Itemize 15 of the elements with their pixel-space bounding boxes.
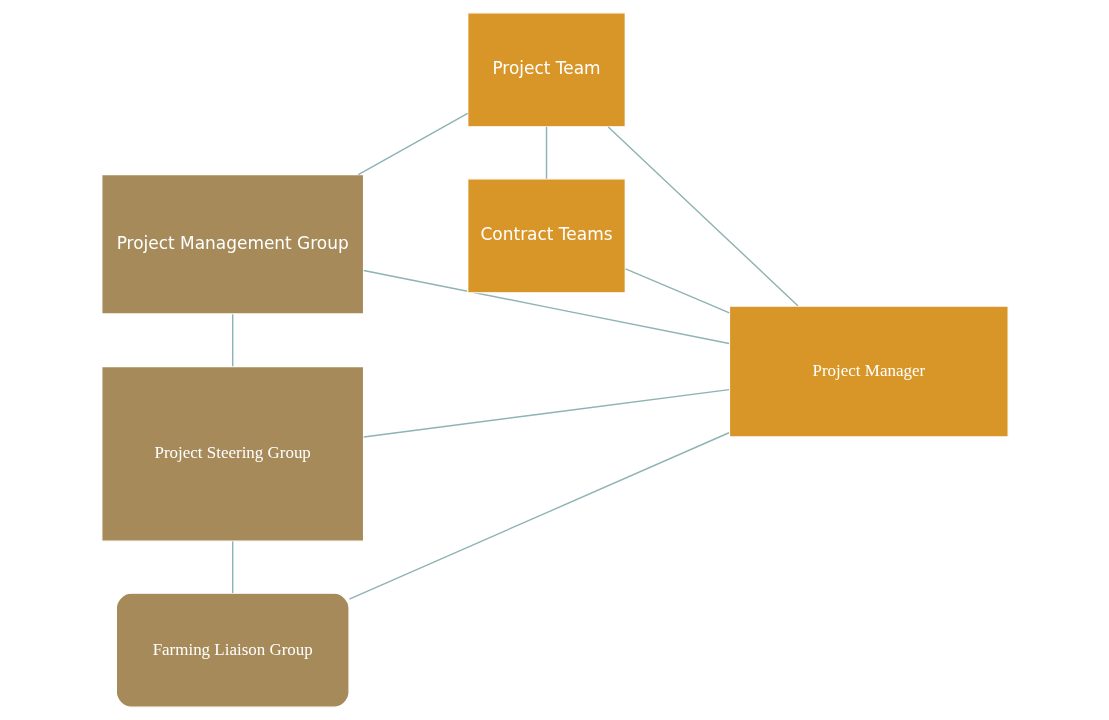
node-box: Project Manager [728,305,1009,438]
connector [357,112,468,176]
node-box: Project Management Group [100,174,364,315]
connector [607,126,799,307]
connector [362,269,730,345]
connector [362,388,730,438]
node-box: Contract Teams [466,178,626,294]
node-box: Project Steering Group [100,366,364,542]
node-box: Project Team [466,12,626,128]
node-box: Farming Liaison Group [115,592,350,708]
connector [231,313,233,367]
connector [348,432,730,600]
connector [545,126,547,180]
connector [231,540,233,594]
connector [624,268,730,314]
